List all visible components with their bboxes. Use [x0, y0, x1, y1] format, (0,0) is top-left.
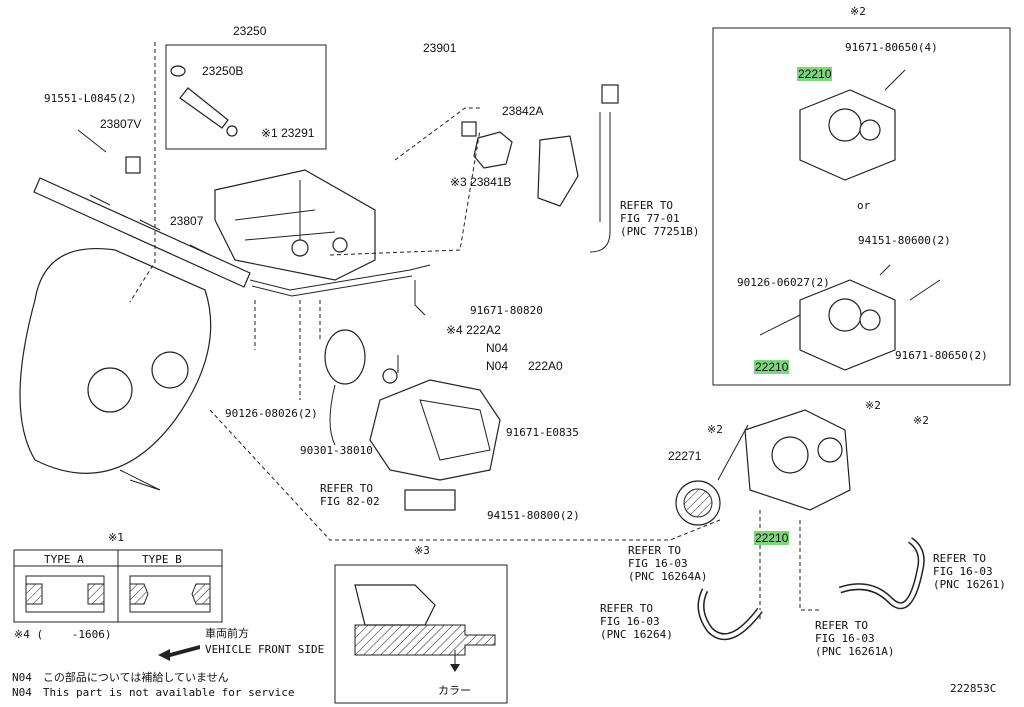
throttle-body-22210 — [744, 409, 851, 511]
label-222a2: ※4 222A2 — [446, 323, 501, 337]
cylinder-head — [214, 169, 376, 281]
hose-16261 — [838, 537, 925, 610]
refer-16261a-line2: FIG 16-03 — [815, 632, 875, 645]
label-91551: 91551-L0845(2) — [44, 92, 137, 105]
refer-16261a-line3: (PNC 16261A) — [815, 645, 895, 658]
injector-illustration — [170, 65, 238, 137]
label-94151-80800: 94151-80800(2) — [487, 509, 580, 522]
label-23291: ※1 23291 — [261, 126, 315, 140]
detail-panel-x3 — [334, 564, 508, 704]
label-collar: カラー — [438, 684, 471, 697]
clamp-23807v — [125, 156, 141, 174]
gasket-90301 — [324, 329, 366, 385]
note-x2-nut: ※2 — [865, 399, 881, 412]
label-23250: 23250 — [233, 24, 267, 38]
refer-16261a-line1: REFER TO — [815, 619, 868, 632]
fuel-rail — [33, 177, 431, 297]
refer-16261-line2: FIG 16-03 — [933, 565, 993, 578]
bracket-23842a — [473, 131, 513, 169]
stud-22271-area — [717, 424, 749, 481]
label-90126-08026: 90126-08026(2) — [225, 407, 318, 420]
refer-77-line1: REFER TO — [620, 199, 673, 212]
hose-connector — [601, 84, 619, 104]
intake-manifold — [19, 248, 212, 491]
label-front-en: VEHICLE FRONT SIDE — [205, 643, 325, 656]
alt-throttle-body-a — [799, 89, 896, 181]
refer-16264a-line2: FIG 16-03 — [628, 557, 688, 570]
type-a-shape — [25, 575, 105, 613]
label-23841b: ※3 23841B — [450, 175, 512, 189]
label-23250b: 23250B — [202, 64, 244, 78]
note-x1: ※1 — [108, 531, 124, 544]
note-x2-stud: ※2 — [707, 423, 723, 436]
refer-16264-line1: REFER TO — [600, 602, 653, 615]
refer-16264a-line3: (PNC 16264A) — [628, 570, 708, 583]
vehicle-front-arrow — [158, 645, 200, 661]
diagram-id: 222853C — [950, 682, 997, 695]
refer-77-line2: FIG 77-01 — [620, 212, 680, 225]
refer-16264-line3: (PNC 16264) — [600, 628, 673, 641]
refer-16261-line3: (PNC 16261) — [933, 578, 1006, 591]
note-x2-bolt: ※2 — [913, 414, 929, 427]
label-91671-e0835: 91671-E0835 — [506, 426, 579, 439]
note-n04-en: N04 This part is not available for servi… — [12, 686, 295, 699]
bracket-fig82 — [404, 489, 456, 511]
label-23842a: 23842A — [502, 104, 544, 118]
label-90126-06027: 90126-06027(2) — [737, 276, 830, 289]
label-23901: 23901 — [423, 41, 457, 55]
refer-77-line3: (PNC 77251B) — [620, 225, 700, 238]
label-front-jp: 車両前方 — [205, 627, 249, 640]
label-23807v: 23807V — [100, 117, 142, 131]
type-b-shape — [129, 575, 211, 613]
label-n04-a: N04 — [486, 341, 509, 355]
note-n04-jp: N04 この部品については補給していません — [12, 671, 229, 684]
bolt-91551 — [77, 129, 107, 153]
refer-16264-line2: FIG 16-03 — [600, 615, 660, 628]
label-22210-alt-a: 22210 — [797, 67, 833, 81]
refer-16264a-line1: REFER TO — [628, 544, 681, 557]
alt-throttle-panel — [712, 27, 1011, 386]
label-91671-80820: 91671-80820 — [470, 304, 543, 317]
label-91671-80650-4: 91671-80650(4) — [845, 41, 938, 54]
label-type-b: TYPE B — [142, 553, 182, 566]
label-91671-80650-2: 91671-80650(2) — [895, 349, 988, 362]
refer-82-line2: FIG 82-02 — [320, 495, 380, 508]
label-94151-80600: 94151-80600(2) — [858, 234, 951, 247]
throttle-actuator-222a0 — [369, 379, 501, 481]
refer-82-line1: REFER TO — [320, 482, 373, 495]
note-x2-panel: ※2 — [850, 5, 866, 18]
alt-throttle-body-b — [799, 279, 896, 371]
note-x3: ※3 — [414, 544, 430, 557]
label-22210-main: 22210 — [754, 531, 790, 545]
clip-n04 — [382, 368, 398, 384]
label-n04-b: N04 — [486, 359, 509, 373]
label-90301: 90301-38010 — [300, 444, 373, 457]
label-222a0: 222A0 — [528, 359, 563, 373]
label-type-a: TYPE A — [44, 553, 84, 566]
refer-16261-line1: REFER TO — [933, 552, 986, 565]
injector-callout-box — [165, 44, 327, 150]
label-22271: 22271 — [668, 449, 702, 463]
label-or: or — [857, 199, 871, 212]
note-x4-date: ※4 ( -1606) — [14, 628, 112, 641]
label-22210-alt-b: 22210 — [754, 360, 790, 374]
label-23807: 23807 — [170, 214, 204, 228]
bracket-23841b — [537, 135, 579, 207]
